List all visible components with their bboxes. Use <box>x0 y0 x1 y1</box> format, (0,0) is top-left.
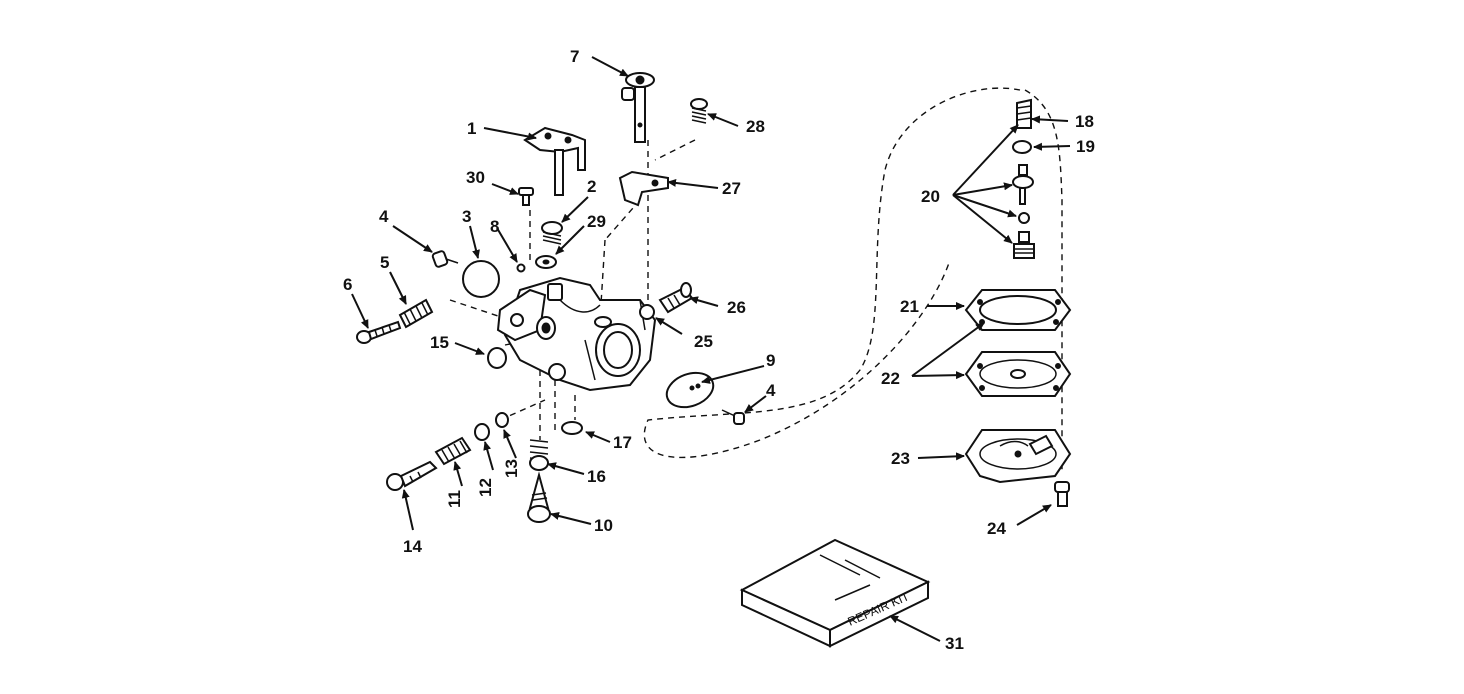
washer-part-29 <box>535 255 557 269</box>
callout-4: 4 <box>379 207 389 226</box>
seat-part-20 <box>1018 212 1030 224</box>
callout-20: 20 <box>921 187 940 206</box>
gasket-part-21 <box>964 289 1072 331</box>
screw-part-4-right <box>721 409 745 425</box>
spring-part-2 <box>541 221 563 245</box>
screw-part-24 <box>1054 481 1070 507</box>
callout-30: 30 <box>466 168 485 187</box>
choke-plate-part-9 <box>665 371 715 409</box>
inlet-needle-part-20 <box>1012 164 1034 205</box>
callout-29: 29 <box>587 212 606 231</box>
callout-25: 25 <box>694 332 713 351</box>
washer-part-19 <box>1012 140 1032 154</box>
callout-23: 23 <box>891 449 910 468</box>
callout-21: 21 <box>900 297 919 316</box>
screw-part-4-left <box>431 250 459 268</box>
callout-12: 12 <box>476 478 495 497</box>
callout-13: 13 <box>502 459 521 478</box>
callout-31: 31 <box>945 634 964 653</box>
carburetor-body-part <box>496 276 657 392</box>
throttle-plate-part-3 <box>462 260 500 298</box>
callout-24: 24 <box>987 519 1006 538</box>
diaphragm-cover-part-23 <box>964 429 1072 484</box>
callout-27: 27 <box>722 179 741 198</box>
callout-16: 16 <box>587 467 606 486</box>
callout-4: 4 <box>766 381 776 400</box>
callout-11: 11 <box>445 490 464 508</box>
fitting-part-26 <box>658 282 694 314</box>
callout-14: 14 <box>403 537 422 556</box>
callout-18: 18 <box>1075 112 1094 131</box>
callout-22: 22 <box>881 369 900 388</box>
repair-kit-box: REPAIR KIT <box>739 538 931 648</box>
washer-part-12 <box>474 423 490 441</box>
callout-17: 17 <box>613 433 632 452</box>
leader-lines <box>351 56 1071 642</box>
diaphragm-part-22 <box>964 351 1072 397</box>
spring-part-16 <box>529 439 549 471</box>
callout-6: 6 <box>343 275 352 294</box>
callout-8: 8 <box>490 217 499 236</box>
callout-labels: 1 2 3 4 4 5 6 7 8 9 10 11 12 13 14 15 16… <box>343 47 1095 653</box>
callout-7: 7 <box>570 47 579 66</box>
spring-part-18 <box>1016 98 1032 129</box>
callout-19: 19 <box>1076 137 1095 156</box>
spring-part-11 <box>434 436 472 466</box>
callout-3: 3 <box>462 207 471 226</box>
spring-part-28 <box>690 98 708 124</box>
callout-28: 28 <box>746 117 765 136</box>
plug-part-17 <box>561 421 583 435</box>
bracket-part-27 <box>618 170 669 207</box>
callout-5: 5 <box>380 253 389 272</box>
screw-part-10 <box>527 471 551 523</box>
callout-26: 26 <box>727 298 746 317</box>
screw-part-6 <box>356 320 402 344</box>
screw-part-30 <box>518 187 534 206</box>
callout-1: 1 <box>467 119 476 138</box>
callout-15: 15 <box>430 333 449 352</box>
throttle-shaft-part <box>523 126 586 196</box>
plug-part-15 <box>487 347 507 369</box>
spring-part-5 <box>398 298 434 329</box>
callout-10: 10 <box>594 516 613 535</box>
callout-9: 9 <box>766 351 775 370</box>
o-ring-part-25 <box>639 304 655 320</box>
ball-part-8 <box>516 263 526 273</box>
seat-fitting-part-20 <box>1013 231 1035 259</box>
needle-screw-part-14 <box>386 460 438 491</box>
callout-2: 2 <box>587 177 596 196</box>
washer-part-13 <box>495 412 509 428</box>
choke-shaft-part <box>621 72 655 143</box>
